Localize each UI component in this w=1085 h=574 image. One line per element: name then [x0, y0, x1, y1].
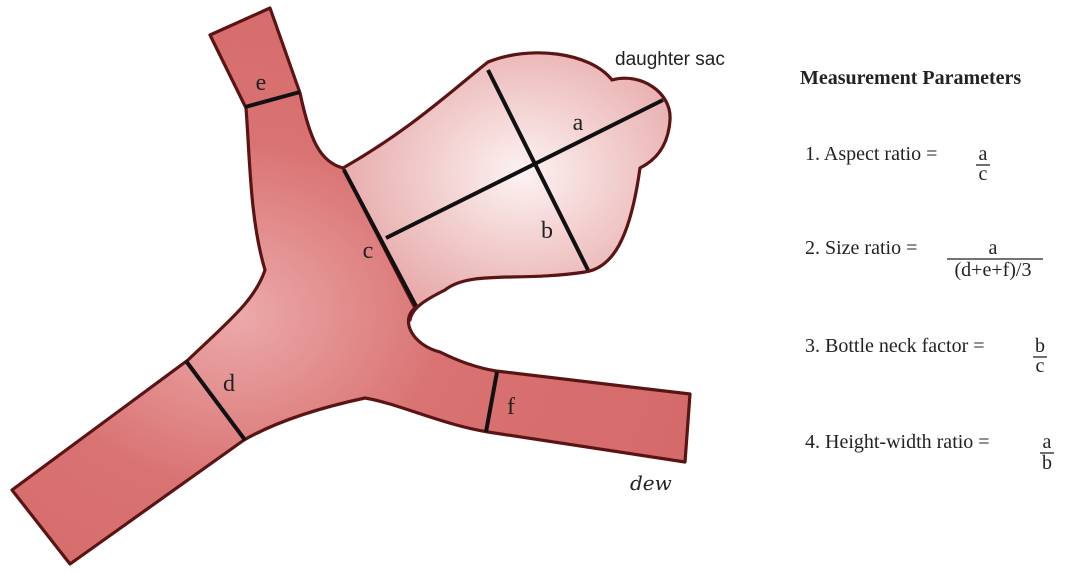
- label-d: d: [223, 371, 235, 397]
- parameter-label: 3. Bottle neck factor =: [805, 335, 985, 357]
- parameters-title: Measurement Parameters: [800, 67, 1021, 89]
- fraction-denominator: b: [1042, 452, 1052, 474]
- label-e: e: [256, 70, 267, 96]
- parameter-bottle-neck-factor: 3. Bottle neck factor = b c: [805, 335, 1047, 377]
- fraction-denominator: c: [979, 163, 988, 185]
- fraction-numerator: a: [979, 143, 988, 165]
- parameter-aspect-ratio: 1. Aspect ratio = a c: [805, 143, 990, 185]
- label-a: a: [573, 110, 584, 136]
- label-b: b: [541, 218, 553, 244]
- parameter-height-width-ratio: 4. Height-width ratio = a b: [805, 431, 1054, 474]
- fraction-denominator: c: [1036, 355, 1045, 377]
- parameter-size-ratio: 2. Size ratio = a (d+e+f)/3: [805, 237, 1043, 281]
- parameter-label: 1. Aspect ratio =: [805, 143, 937, 165]
- daughter-sac-annotation: daughter sac: [615, 49, 725, 70]
- parameter-label: 4. Height-width ratio =: [805, 431, 990, 453]
- label-c: c: [363, 238, 374, 264]
- parameter-label: 2. Size ratio =: [805, 237, 917, 259]
- artist-signature: dew: [630, 471, 672, 495]
- fraction-denominator: (d+e+f)/3: [955, 259, 1032, 281]
- label-f: f: [507, 394, 515, 420]
- fraction-numerator: a: [1043, 431, 1052, 453]
- fraction-numerator: a: [989, 237, 998, 259]
- parameters-panel: Measurement Parameters 1. Aspect ratio =…: [800, 67, 1054, 474]
- fraction-numerator: b: [1035, 335, 1045, 357]
